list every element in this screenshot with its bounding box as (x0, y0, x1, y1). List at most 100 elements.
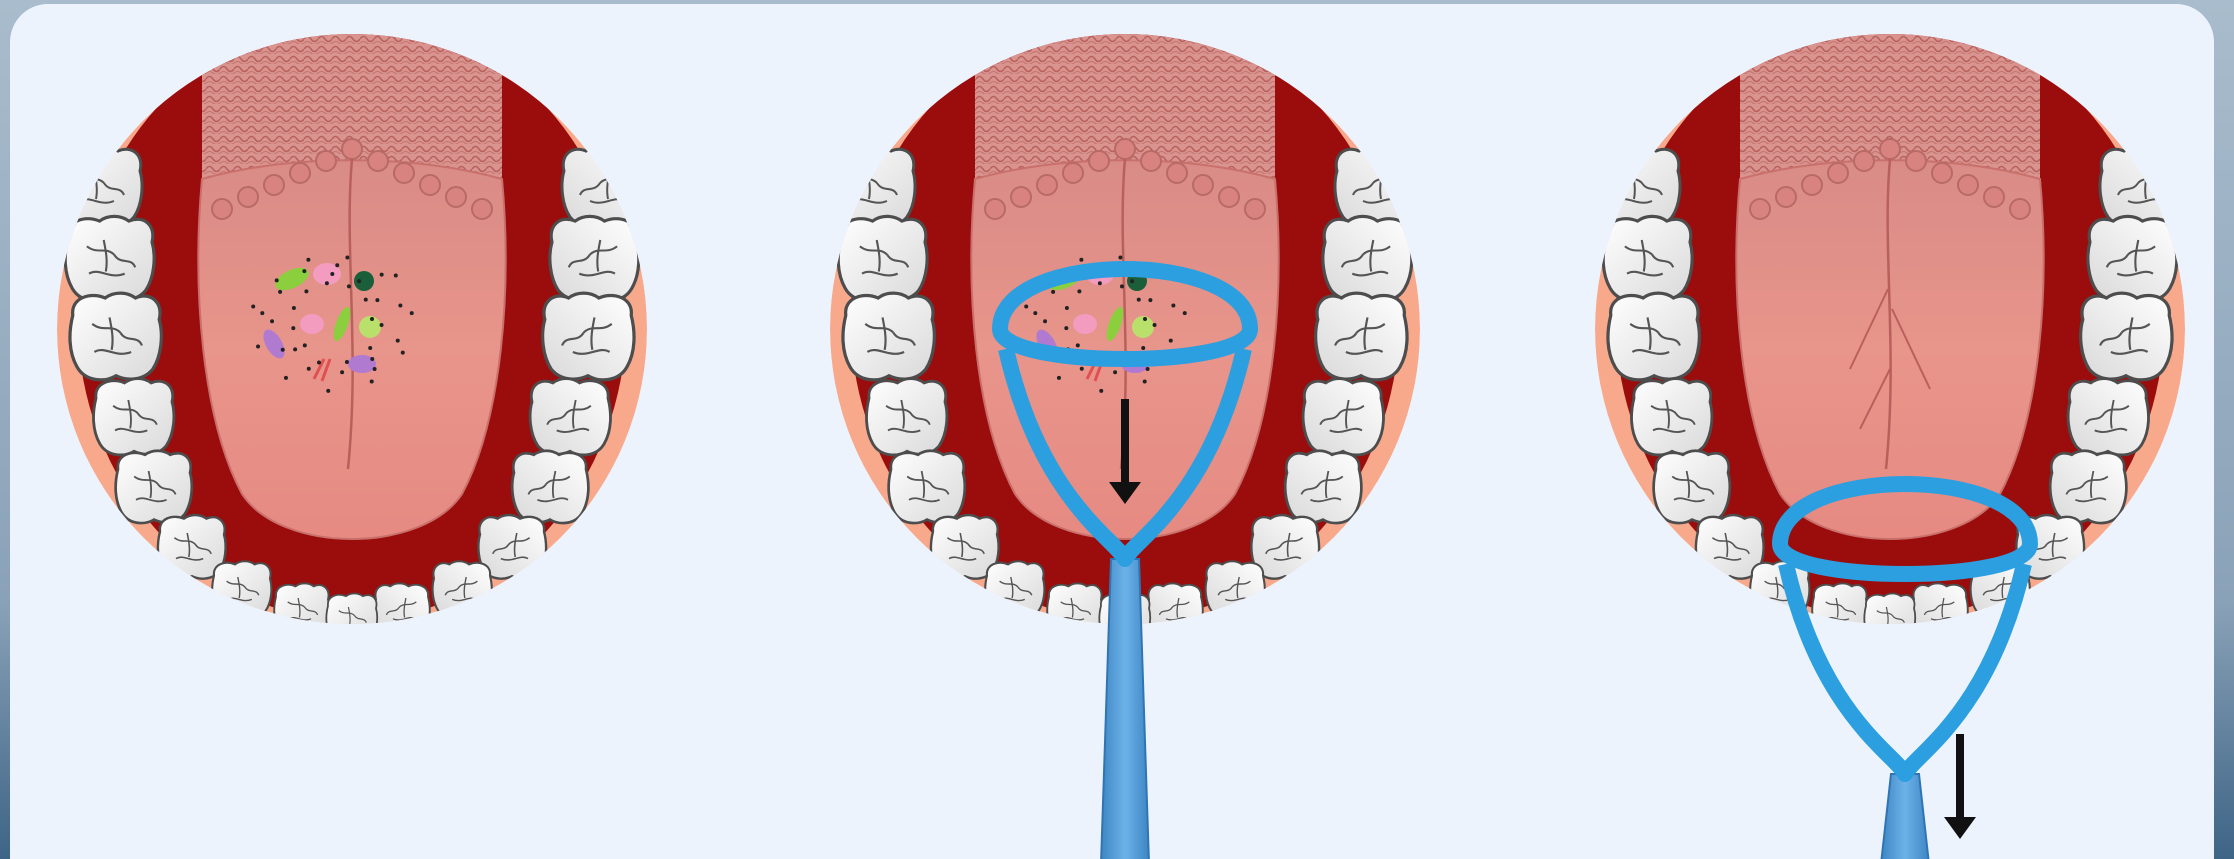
papilla (342, 139, 362, 159)
germ-dot (1143, 380, 1147, 384)
germ-dot (364, 298, 368, 302)
tooth-icon (1323, 216, 1412, 300)
germ-dot (375, 298, 379, 302)
germ-dot (1169, 339, 1173, 343)
germ-dot (370, 357, 374, 361)
germ-dot (275, 278, 279, 282)
germ-dot (401, 351, 405, 355)
papilla (446, 187, 466, 207)
germ-dot (1024, 304, 1028, 308)
papilla (1776, 187, 1796, 207)
germ (1073, 314, 1097, 334)
germ-dot (396, 339, 400, 343)
tooth-icon (375, 583, 430, 635)
papilla (420, 175, 440, 195)
tooth-icon (2100, 147, 2185, 227)
germ-dot (1080, 367, 1084, 371)
papilla (1802, 175, 1822, 195)
tooth-icon (1864, 594, 1915, 642)
papilla (1854, 151, 1874, 171)
germ-dot (370, 380, 374, 384)
papilla (1141, 151, 1161, 171)
tooth-icon (838, 216, 927, 300)
tooth-icon (843, 293, 934, 380)
germ-dot (330, 272, 334, 276)
tooth-icon (550, 216, 639, 300)
germ-dot (284, 376, 288, 380)
germ-dot (281, 348, 285, 352)
germ-dot (1033, 311, 1037, 315)
tongue-cleaning-illustration (10, 4, 2214, 859)
papilla (290, 163, 310, 183)
germ-dot (306, 258, 310, 262)
tooth-icon (94, 379, 174, 455)
papilla (212, 199, 232, 219)
tooth-icon (1913, 583, 1968, 635)
germ-dot (1113, 370, 1117, 374)
germ-dot (307, 367, 311, 371)
germ-dot (340, 370, 344, 374)
papilla (1193, 175, 1213, 195)
germ-dot (335, 263, 339, 267)
germ-dot (1077, 289, 1081, 293)
papilla (985, 199, 1005, 219)
germ-dot (357, 279, 361, 283)
germ-dot (251, 304, 255, 308)
papilla (1167, 163, 1187, 183)
papilla (1115, 139, 1135, 159)
germ (354, 271, 374, 291)
germ (300, 314, 324, 334)
germ-dot (410, 311, 414, 315)
germ-dot (291, 326, 295, 330)
germ-dot (302, 269, 306, 273)
germ-dot (326, 389, 330, 393)
papilla (1932, 163, 1952, 183)
germ-dot (394, 274, 398, 278)
tooth-icon (830, 147, 915, 227)
tooth-icon (512, 451, 588, 523)
papilla (472, 199, 492, 219)
tooth-icon (2068, 379, 2148, 455)
mouth-step-after (1595, 18, 2185, 642)
papilla (1011, 187, 1031, 207)
germ-dot (345, 256, 349, 260)
tooth-icon (1285, 451, 1361, 523)
papilla (1750, 199, 1770, 219)
germ-dot (278, 290, 282, 294)
papilla (1219, 187, 1239, 207)
tooth-icon (1047, 583, 1102, 635)
germ-dot (380, 273, 384, 277)
germ-dot (1137, 298, 1141, 302)
illustration-panel (10, 4, 2214, 859)
tooth-icon (1595, 147, 1680, 227)
germ-dot (317, 360, 321, 364)
papilla (238, 187, 258, 207)
mouth-step-before (57, 18, 647, 642)
papilla (1906, 151, 1926, 171)
germ-dot (373, 367, 377, 371)
tooth-icon (70, 293, 161, 380)
tooth-icon (274, 583, 329, 635)
papilla (1880, 139, 1900, 159)
germ-dot (1099, 389, 1103, 393)
germ-dot (303, 343, 307, 347)
germ-dot (260, 311, 264, 315)
down-arrow-icon (1944, 734, 1976, 839)
germ-dot (1065, 306, 1069, 310)
germ-dot (1143, 317, 1147, 321)
papilla (1089, 151, 1109, 171)
tooth-icon (326, 594, 377, 642)
tooth-icon (1206, 561, 1265, 617)
germ-dot (1171, 304, 1175, 308)
germ-dot (1064, 326, 1068, 330)
papilla (1063, 163, 1083, 183)
papilla (1037, 175, 1057, 195)
germ-dot (1098, 281, 1102, 285)
germ-dot (270, 319, 274, 323)
tooth-icon (433, 561, 492, 617)
tooth-icon (212, 561, 271, 617)
germ-dot (304, 289, 308, 293)
tooth-icon (1812, 583, 1867, 635)
tooth-icon (530, 379, 610, 455)
germ (359, 316, 381, 338)
